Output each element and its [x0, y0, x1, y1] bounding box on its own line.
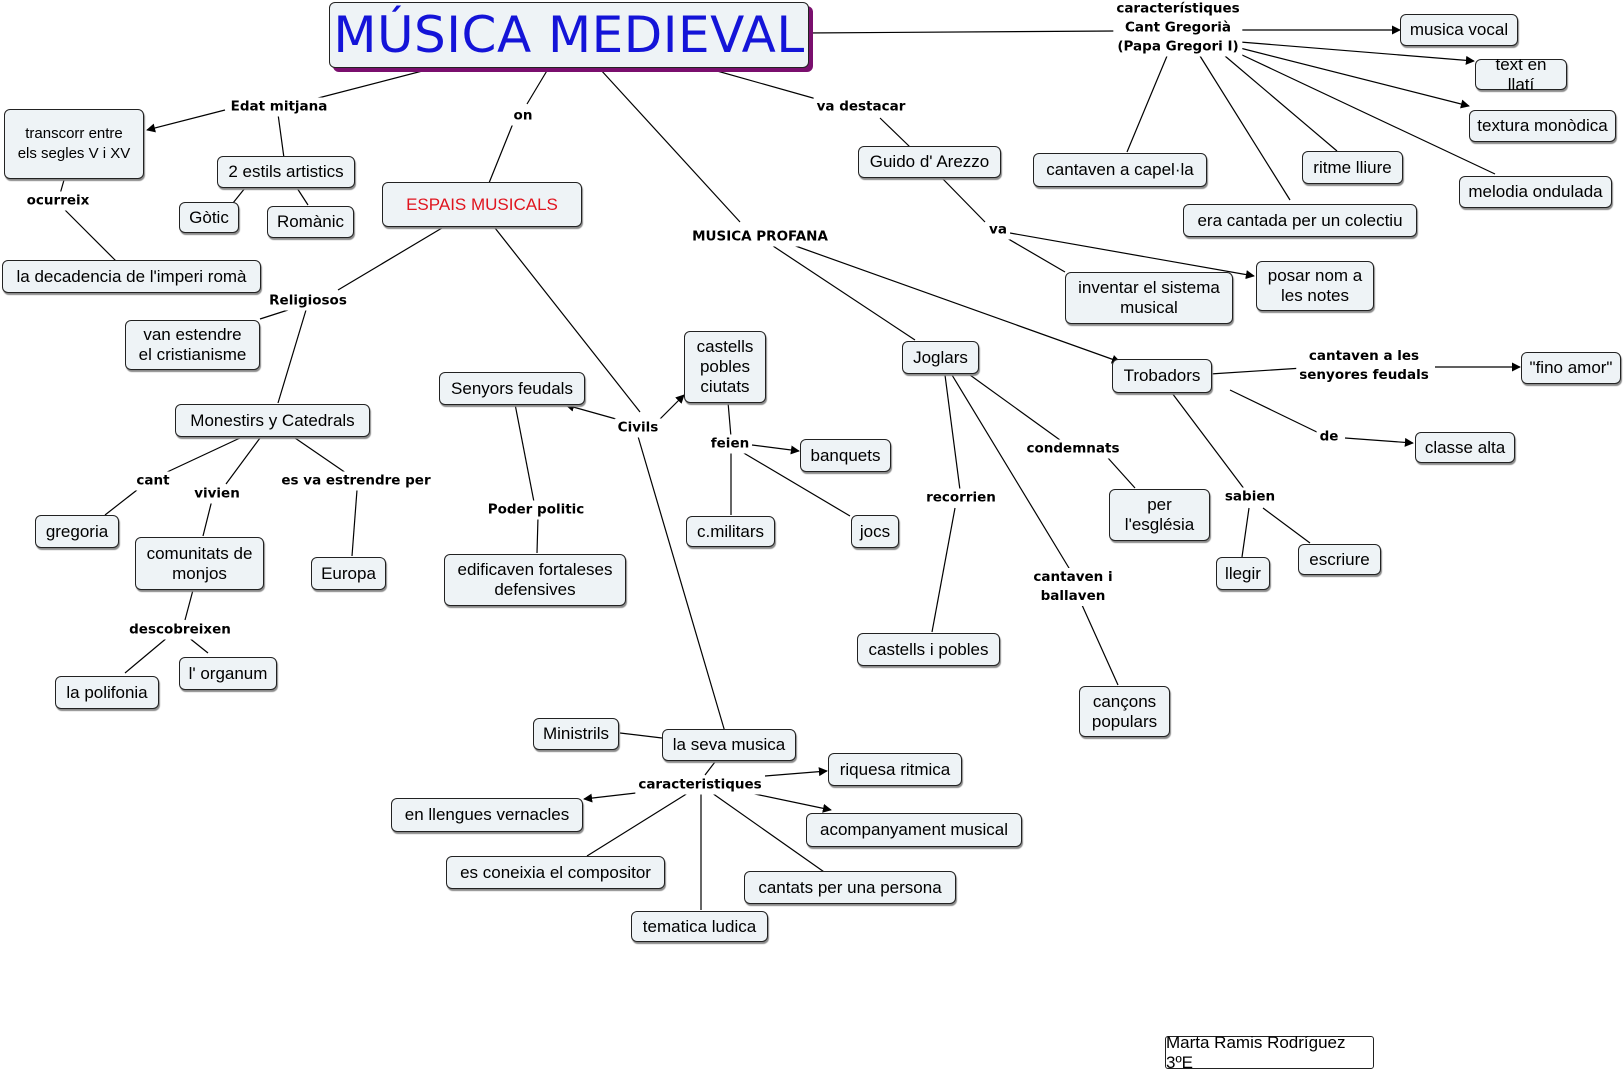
node-textura-monodica[interactable]: textura monòdica — [1469, 110, 1616, 142]
node-musica-vocal[interactable]: musica vocal — [1400, 14, 1518, 46]
link-label-musica-profana: MUSICA PROFANA — [689, 227, 831, 247]
link-label-cantaven-senyores: cantaven a les senyores feudals — [1296, 347, 1432, 385]
node-text-llati[interactable]: text en llatí — [1475, 55, 1567, 94]
link-label-ocurreix: ocurreix — [23, 191, 93, 211]
node-decadencia[interactable]: la decadencia de l'imperi romà — [2, 260, 261, 293]
node-militars[interactable]: c.militars — [686, 516, 775, 547]
node-cristianisme[interactable]: van estendre el cristianisme — [125, 320, 260, 370]
link-label-es-va-estendre: es va estrendre per — [278, 471, 434, 491]
link-label-recorrien: recorrien — [923, 488, 999, 508]
node-organum[interactable]: l' organum — [179, 657, 277, 690]
link-label-caracteristiques: caracteristiques — [635, 775, 765, 795]
node-ritme-lliure[interactable]: ritme lliure — [1302, 151, 1403, 184]
link-label-religiosos: Religiosos — [266, 291, 350, 311]
author-credit: Marta Ramis Rodríguez 3ºE — [1165, 1033, 1374, 1072]
node-cancons-populars[interactable]: cançons populars — [1079, 686, 1170, 737]
node-romanic[interactable]: Romànic — [267, 206, 354, 238]
link-label-poder-politic: Poder politic — [484, 500, 588, 520]
node-una-persona[interactable]: cantats per una persona — [744, 871, 956, 904]
node-castells-pobles-ciutats[interactable]: castells pobles ciutats — [684, 331, 766, 403]
node-castells-i-pobles[interactable]: castells i pobles — [857, 633, 1000, 666]
node-guido-arezzo[interactable]: Guido d' Arezzo — [858, 146, 1001, 178]
node-sistema-musical[interactable]: inventar el sistema musical — [1065, 272, 1233, 324]
link-label-sabien: sabien — [1221, 487, 1279, 507]
node-seva-musica[interactable]: la seva musica — [662, 729, 796, 761]
node-monestirs[interactable]: Monestirs y Catedrals — [175, 404, 370, 437]
link-label-feien: feien — [707, 434, 753, 454]
node-colectiu[interactable]: era cantada per un colectiu — [1183, 204, 1417, 237]
node-banquets[interactable]: banquets — [800, 439, 891, 472]
link-label-cantaven-ballaven: cantaven i ballaven — [1030, 568, 1116, 606]
link-label-de: de — [1316, 427, 1342, 447]
node-acompanyament[interactable]: acompanyament musical — [806, 813, 1022, 847]
link-label-caract-gregoria: característiques Cant Gregorià (Papa Gre… — [1113, 0, 1243, 57]
node-jocs[interactable]: jocs — [851, 515, 899, 548]
node-esglesia[interactable]: per l'església — [1109, 489, 1210, 541]
node-fortaleses[interactable]: edificaven fortaleses defensives — [444, 554, 626, 606]
node-ministrils[interactable]: Ministrils — [533, 718, 619, 750]
link-label-cant: cant — [133, 471, 173, 491]
node-capella[interactable]: cantaven a capel·la — [1033, 153, 1207, 187]
link-label-civils: Civils — [614, 418, 662, 438]
node-transcorr[interactable]: transcorr entre els segles V i XV — [4, 109, 144, 179]
link-label-on: on — [510, 106, 536, 126]
node-vernacles[interactable]: en llengues vernacles — [391, 798, 583, 832]
link-label-descobreixen: descobreixen — [126, 620, 234, 640]
node-gregoria[interactable]: gregoria — [35, 515, 119, 548]
node-comunitats[interactable]: comunitats de monjos — [135, 537, 264, 590]
link-label-va: va — [986, 220, 1010, 240]
node-senyors-feudals[interactable]: Senyors feudals — [439, 372, 585, 405]
link-label-edat-mitjana: Edat mitjana — [227, 97, 331, 117]
node-posar-nom[interactable]: posar nom a les notes — [1256, 261, 1374, 311]
node-escriure[interactable]: escriure — [1298, 544, 1381, 575]
node-estils[interactable]: 2 estils artistics — [217, 156, 355, 188]
node-europa[interactable]: Europa — [311, 557, 386, 590]
node-joglars[interactable]: Joglars — [902, 341, 979, 374]
node-trobadors[interactable]: Trobadors — [1112, 359, 1212, 393]
node-melodia-ondulada[interactable]: melodia ondulada — [1459, 176, 1612, 208]
node-llegir[interactable]: llegir — [1216, 557, 1270, 590]
node-gotic[interactable]: Gòtic — [179, 202, 239, 233]
node-tematica-ludica[interactable]: tematica ludica — [631, 911, 768, 942]
node-fino-amor[interactable]: "fino amor" — [1521, 352, 1621, 384]
link-label-vivien: vivien — [191, 484, 243, 504]
map-title[interactable]: MÚSICA MEDIEVAL — [329, 2, 809, 68]
link-label-condemnats: condemnats — [1023, 439, 1123, 459]
node-riquesa-ritmica[interactable]: riquesa ritmica — [828, 753, 962, 786]
node-classe-alta[interactable]: classe alta — [1415, 432, 1515, 463]
node-espais-musicals[interactable]: ESPAIS MUSICALS — [382, 182, 582, 227]
node-compositor[interactable]: es coneixia el compositor — [446, 856, 665, 889]
link-label-va-destacar: va destacar — [813, 97, 909, 117]
node-polifonia[interactable]: la polifonia — [55, 676, 159, 709]
